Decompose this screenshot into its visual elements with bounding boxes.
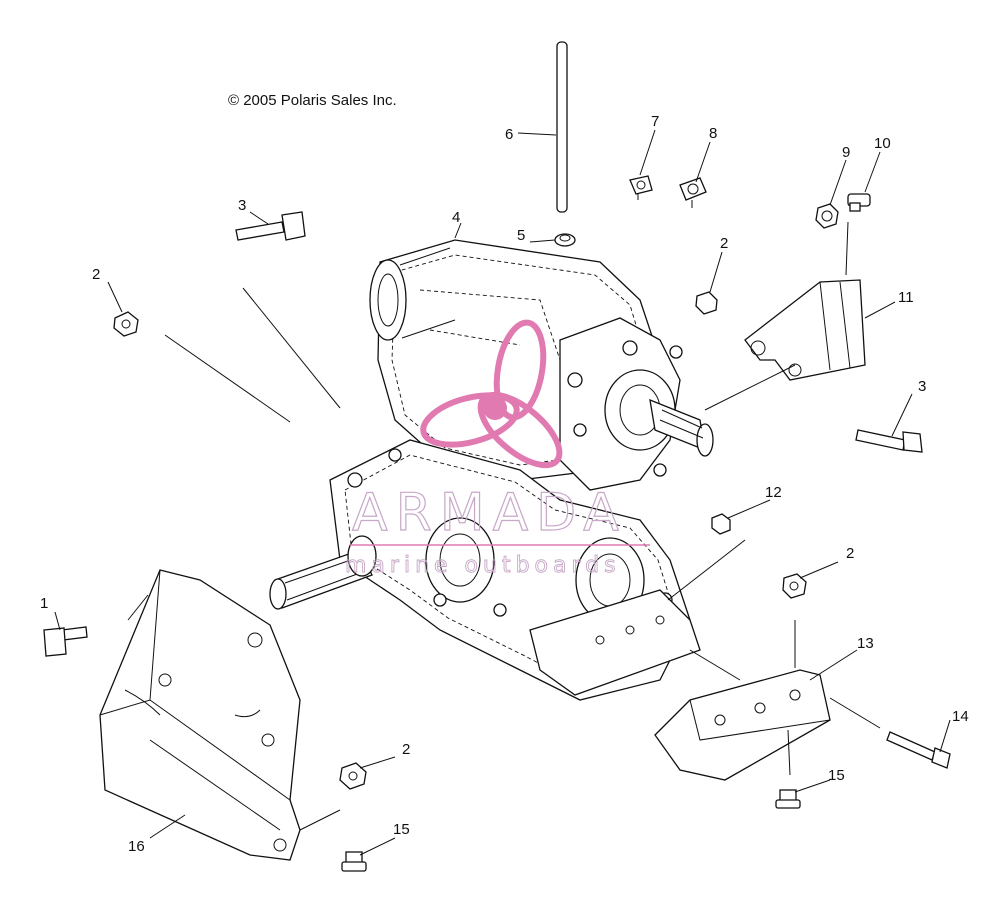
callout-8: 8 — [709, 125, 717, 142]
part-14-bolt — [886, 731, 951, 769]
part-3-bolt-b — [855, 429, 923, 453]
part-2-nut-a — [113, 311, 139, 337]
callout-13: 13 — [857, 635, 874, 652]
callout-1: 1 — [40, 595, 48, 612]
callout-2-top: 2 — [720, 235, 728, 252]
callout-15-bottom: 15 — [393, 821, 410, 838]
callout-3-left: 3 — [238, 197, 246, 214]
watermark-sub-text: marine outboards — [345, 553, 621, 578]
callout-10: 10 — [874, 135, 891, 152]
callout-2-bottom: 2 — [402, 741, 410, 758]
callout-11: 11 — [898, 289, 914, 306]
watermark-main-text: ARMADA — [352, 483, 627, 543]
part-9-nut — [815, 203, 839, 229]
copyright-text: © 2005 Polaris Sales Inc. — [228, 92, 397, 109]
callout-4: 4 — [452, 209, 460, 226]
part-7-clamp — [629, 175, 653, 200]
callout-2-left: 2 — [92, 266, 100, 283]
part-15-bolt-bottom — [341, 851, 367, 872]
callout-3-right: 3 — [918, 378, 926, 395]
callout-15-right: 15 — [828, 767, 845, 784]
part-16-bracket — [99, 569, 301, 861]
watermark-logo-icon — [420, 319, 563, 469]
part-6-tube — [556, 41, 568, 213]
part-2-nut-c — [782, 573, 807, 599]
part-5-plug — [554, 233, 576, 247]
part-2-nut-d — [339, 762, 367, 790]
part-11-bracket — [744, 279, 866, 381]
callout-6: 6 — [505, 126, 513, 143]
watermark: ARMADA marine outboards — [345, 319, 650, 578]
callout-12: 12 — [765, 484, 782, 501]
callout-2-right: 2 — [846, 545, 854, 562]
part-12-nut — [711, 513, 731, 535]
leader-lines — [54, 129, 951, 856]
callout-14: 14 — [952, 708, 969, 725]
part-8-clamp — [679, 177, 707, 208]
callout-16: 16 — [128, 838, 145, 855]
part-4-transmission — [269, 239, 714, 701]
callouts: 6 4 5 7 8 9 10 2 2 3 11 3 12 2 13 14 15 … — [40, 113, 969, 855]
part-3-bolt-a — [235, 211, 306, 241]
callout-5: 5 — [517, 227, 525, 244]
part-10-bolt — [847, 193, 871, 212]
callout-9: 9 — [842, 144, 850, 161]
part-2-nut-b — [695, 291, 718, 315]
part-15-bolt-right — [775, 789, 801, 809]
callout-7: 7 — [651, 113, 659, 130]
part-13-bracket — [654, 669, 831, 781]
part-1-bolt — [43, 626, 88, 657]
